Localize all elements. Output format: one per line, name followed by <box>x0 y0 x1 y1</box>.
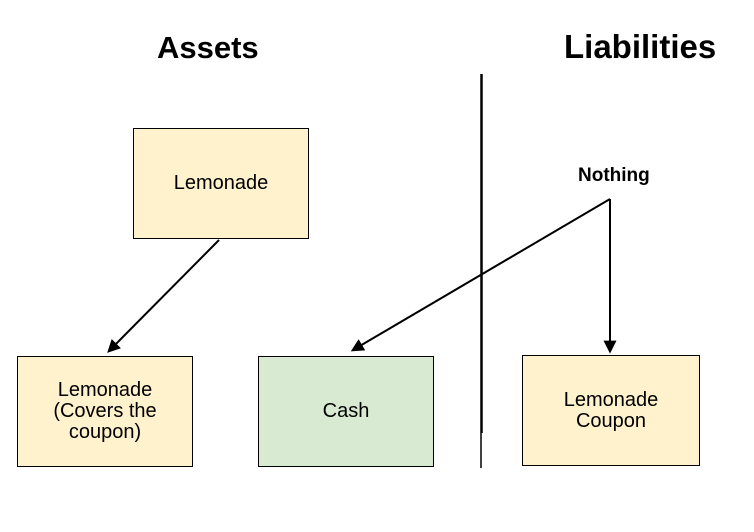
liabilities-heading: Liabilities <box>564 28 717 65</box>
nothing-label: Nothing <box>578 165 650 186</box>
lemonade-covers-coupon-box-label: Lemonade (Covers the coupon) <box>53 379 157 443</box>
cash-box-label: Cash <box>322 400 370 422</box>
lemonade-box-label: Lemonade <box>173 172 269 194</box>
lemonade-coupon-box: Lemonade Coupon <box>522 355 700 466</box>
lemonade-coupon-box-label: Lemonade Coupon <box>563 388 659 432</box>
lemonade-covers-coupon-box: Lemonade (Covers the coupon) <box>17 356 193 467</box>
connector-nothing-to-cash <box>350 198 611 352</box>
lemonade-box: Lemonade <box>133 128 309 239</box>
cash-box: Cash <box>258 356 434 467</box>
connector-lemonade-to-covers-coupon <box>107 239 220 353</box>
assets-heading: Assets <box>157 30 259 65</box>
